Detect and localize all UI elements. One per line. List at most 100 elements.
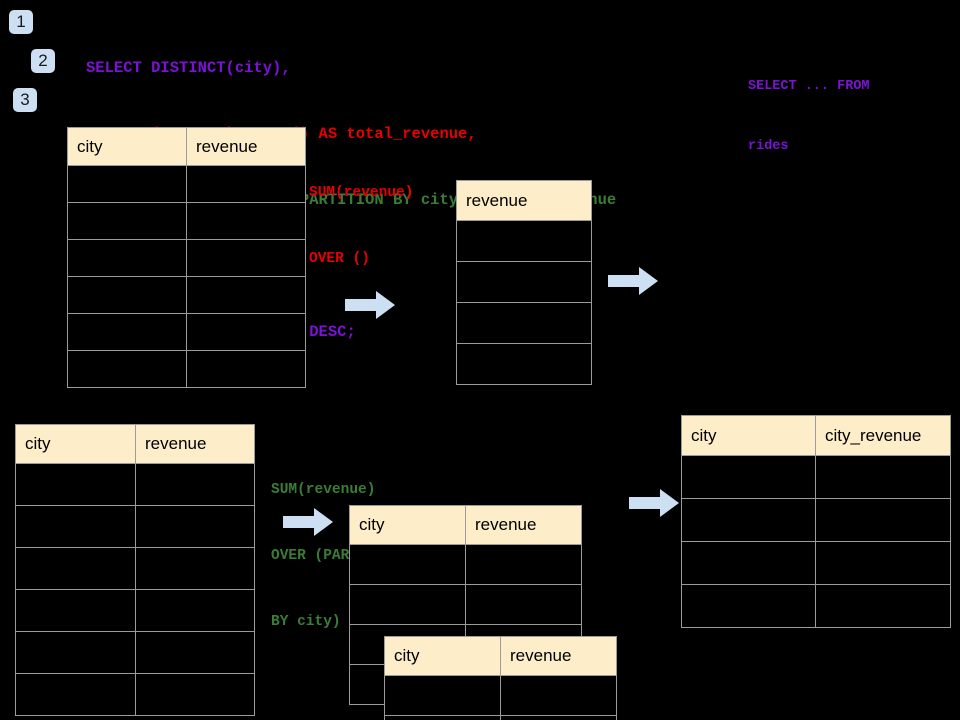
table-cell — [500, 715, 617, 720]
table-result: city city_revenue — [681, 415, 951, 628]
table-cell — [135, 463, 255, 506]
table-partition-front: city revenue — [384, 636, 617, 720]
column-header-revenue: revenue — [186, 127, 306, 166]
table-cell — [67, 276, 187, 314]
table-cell — [67, 313, 187, 351]
table-row — [681, 455, 951, 499]
table-row — [67, 239, 306, 277]
table-header-row: city city_revenue — [681, 415, 951, 456]
table-row — [349, 544, 582, 585]
table-header-row: city revenue — [67, 127, 306, 166]
table-cell — [384, 715, 501, 720]
table-cell — [15, 505, 136, 548]
table-row — [15, 631, 255, 674]
arrow-total-to-result — [608, 267, 658, 300]
table-header-row: city revenue — [384, 636, 617, 676]
annotation-select-from: SELECT ... FROM rides — [748, 37, 870, 197]
table-row — [681, 584, 951, 628]
table-cell — [384, 675, 501, 716]
table-row — [349, 584, 582, 625]
table-cell — [681, 498, 816, 542]
table-cell — [67, 350, 187, 388]
table-header-row: city revenue — [349, 505, 582, 545]
table-cell — [67, 202, 187, 240]
table-row — [456, 261, 592, 303]
table-cell — [465, 544, 582, 585]
table-cell — [15, 547, 136, 590]
table-cell — [815, 584, 951, 628]
table-cell — [456, 261, 592, 303]
table-cell — [15, 631, 136, 674]
table-cell — [465, 584, 582, 625]
column-header-revenue: revenue — [456, 180, 592, 221]
annotation-select-from-line2: rides — [748, 139, 789, 154]
table-cell — [135, 547, 255, 590]
column-header-city: city — [384, 636, 501, 676]
table-cell — [135, 673, 255, 716]
column-header-city: city — [15, 424, 136, 464]
table-cell — [135, 631, 255, 674]
table-row — [384, 715, 617, 720]
table-row — [67, 165, 306, 203]
table-row — [15, 547, 255, 590]
column-header-city: city — [67, 127, 187, 166]
table-cell — [456, 343, 592, 385]
arrow-partition-to-result — [629, 489, 679, 522]
annotation-sum-over-empty-line1: SUM(revenue) — [309, 185, 414, 201]
table-row — [681, 541, 951, 585]
table-cell — [815, 498, 951, 542]
table-cell — [681, 541, 816, 585]
table-cell — [67, 165, 187, 203]
annotation-sum-over-empty-line2: OVER () — [309, 251, 370, 267]
table-cell — [135, 589, 255, 632]
table-row — [681, 498, 951, 542]
table-header-row: city revenue — [15, 424, 255, 464]
table-source-bottom: city revenue — [15, 424, 255, 716]
table-cell — [15, 673, 136, 716]
table-cell — [15, 589, 136, 632]
table-cell — [186, 276, 306, 314]
table-row — [67, 350, 306, 388]
step-badge-3[interactable]: 3 — [13, 88, 37, 112]
table-cell — [186, 313, 306, 351]
step-badge-2-label: 2 — [38, 51, 48, 70]
step-badge-1[interactable]: 1 — [9, 10, 33, 34]
table-header-row: revenue — [456, 180, 592, 221]
annotation-select-from-line1: SELECT ... FROM — [748, 79, 870, 94]
arrow-source-to-partition — [283, 508, 333, 541]
annotation-sum-over-partition-line3: BY city) — [271, 614, 341, 630]
table-cell — [135, 505, 255, 548]
table-row — [15, 673, 255, 716]
table-cell — [815, 455, 951, 499]
table-row — [456, 302, 592, 344]
column-header-city: city — [681, 415, 816, 456]
table-cell — [681, 584, 816, 628]
column-header-revenue: revenue — [500, 636, 617, 676]
arrow-source-to-total — [345, 291, 395, 324]
table-row — [456, 220, 592, 262]
sql-line-select: SELECT DISTINCT(city), — [86, 59, 291, 77]
table-row — [456, 343, 592, 385]
column-header-city: city — [349, 505, 466, 545]
table-row — [67, 313, 306, 351]
table-cell — [681, 455, 816, 499]
annotation-sum-over-empty: SUM(revenue) OVER () — [309, 138, 413, 314]
step-badge-2[interactable]: 2 — [31, 49, 55, 73]
column-header-revenue: revenue — [135, 424, 255, 464]
table-source-top: city revenue — [67, 127, 306, 388]
table-cell — [349, 544, 466, 585]
table-cell — [500, 675, 617, 716]
table-cell — [456, 302, 592, 344]
table-row — [15, 589, 255, 632]
column-header-city-revenue: city_revenue — [815, 415, 951, 456]
table-total-revenue: revenue — [456, 180, 592, 385]
table-cell — [815, 541, 951, 585]
table-cell — [15, 463, 136, 506]
table-cell — [186, 350, 306, 388]
table-row — [384, 675, 617, 716]
table-row — [67, 202, 306, 240]
table-cell — [67, 239, 187, 277]
table-cell — [186, 239, 306, 277]
step-badge-3-label: 3 — [20, 90, 30, 109]
